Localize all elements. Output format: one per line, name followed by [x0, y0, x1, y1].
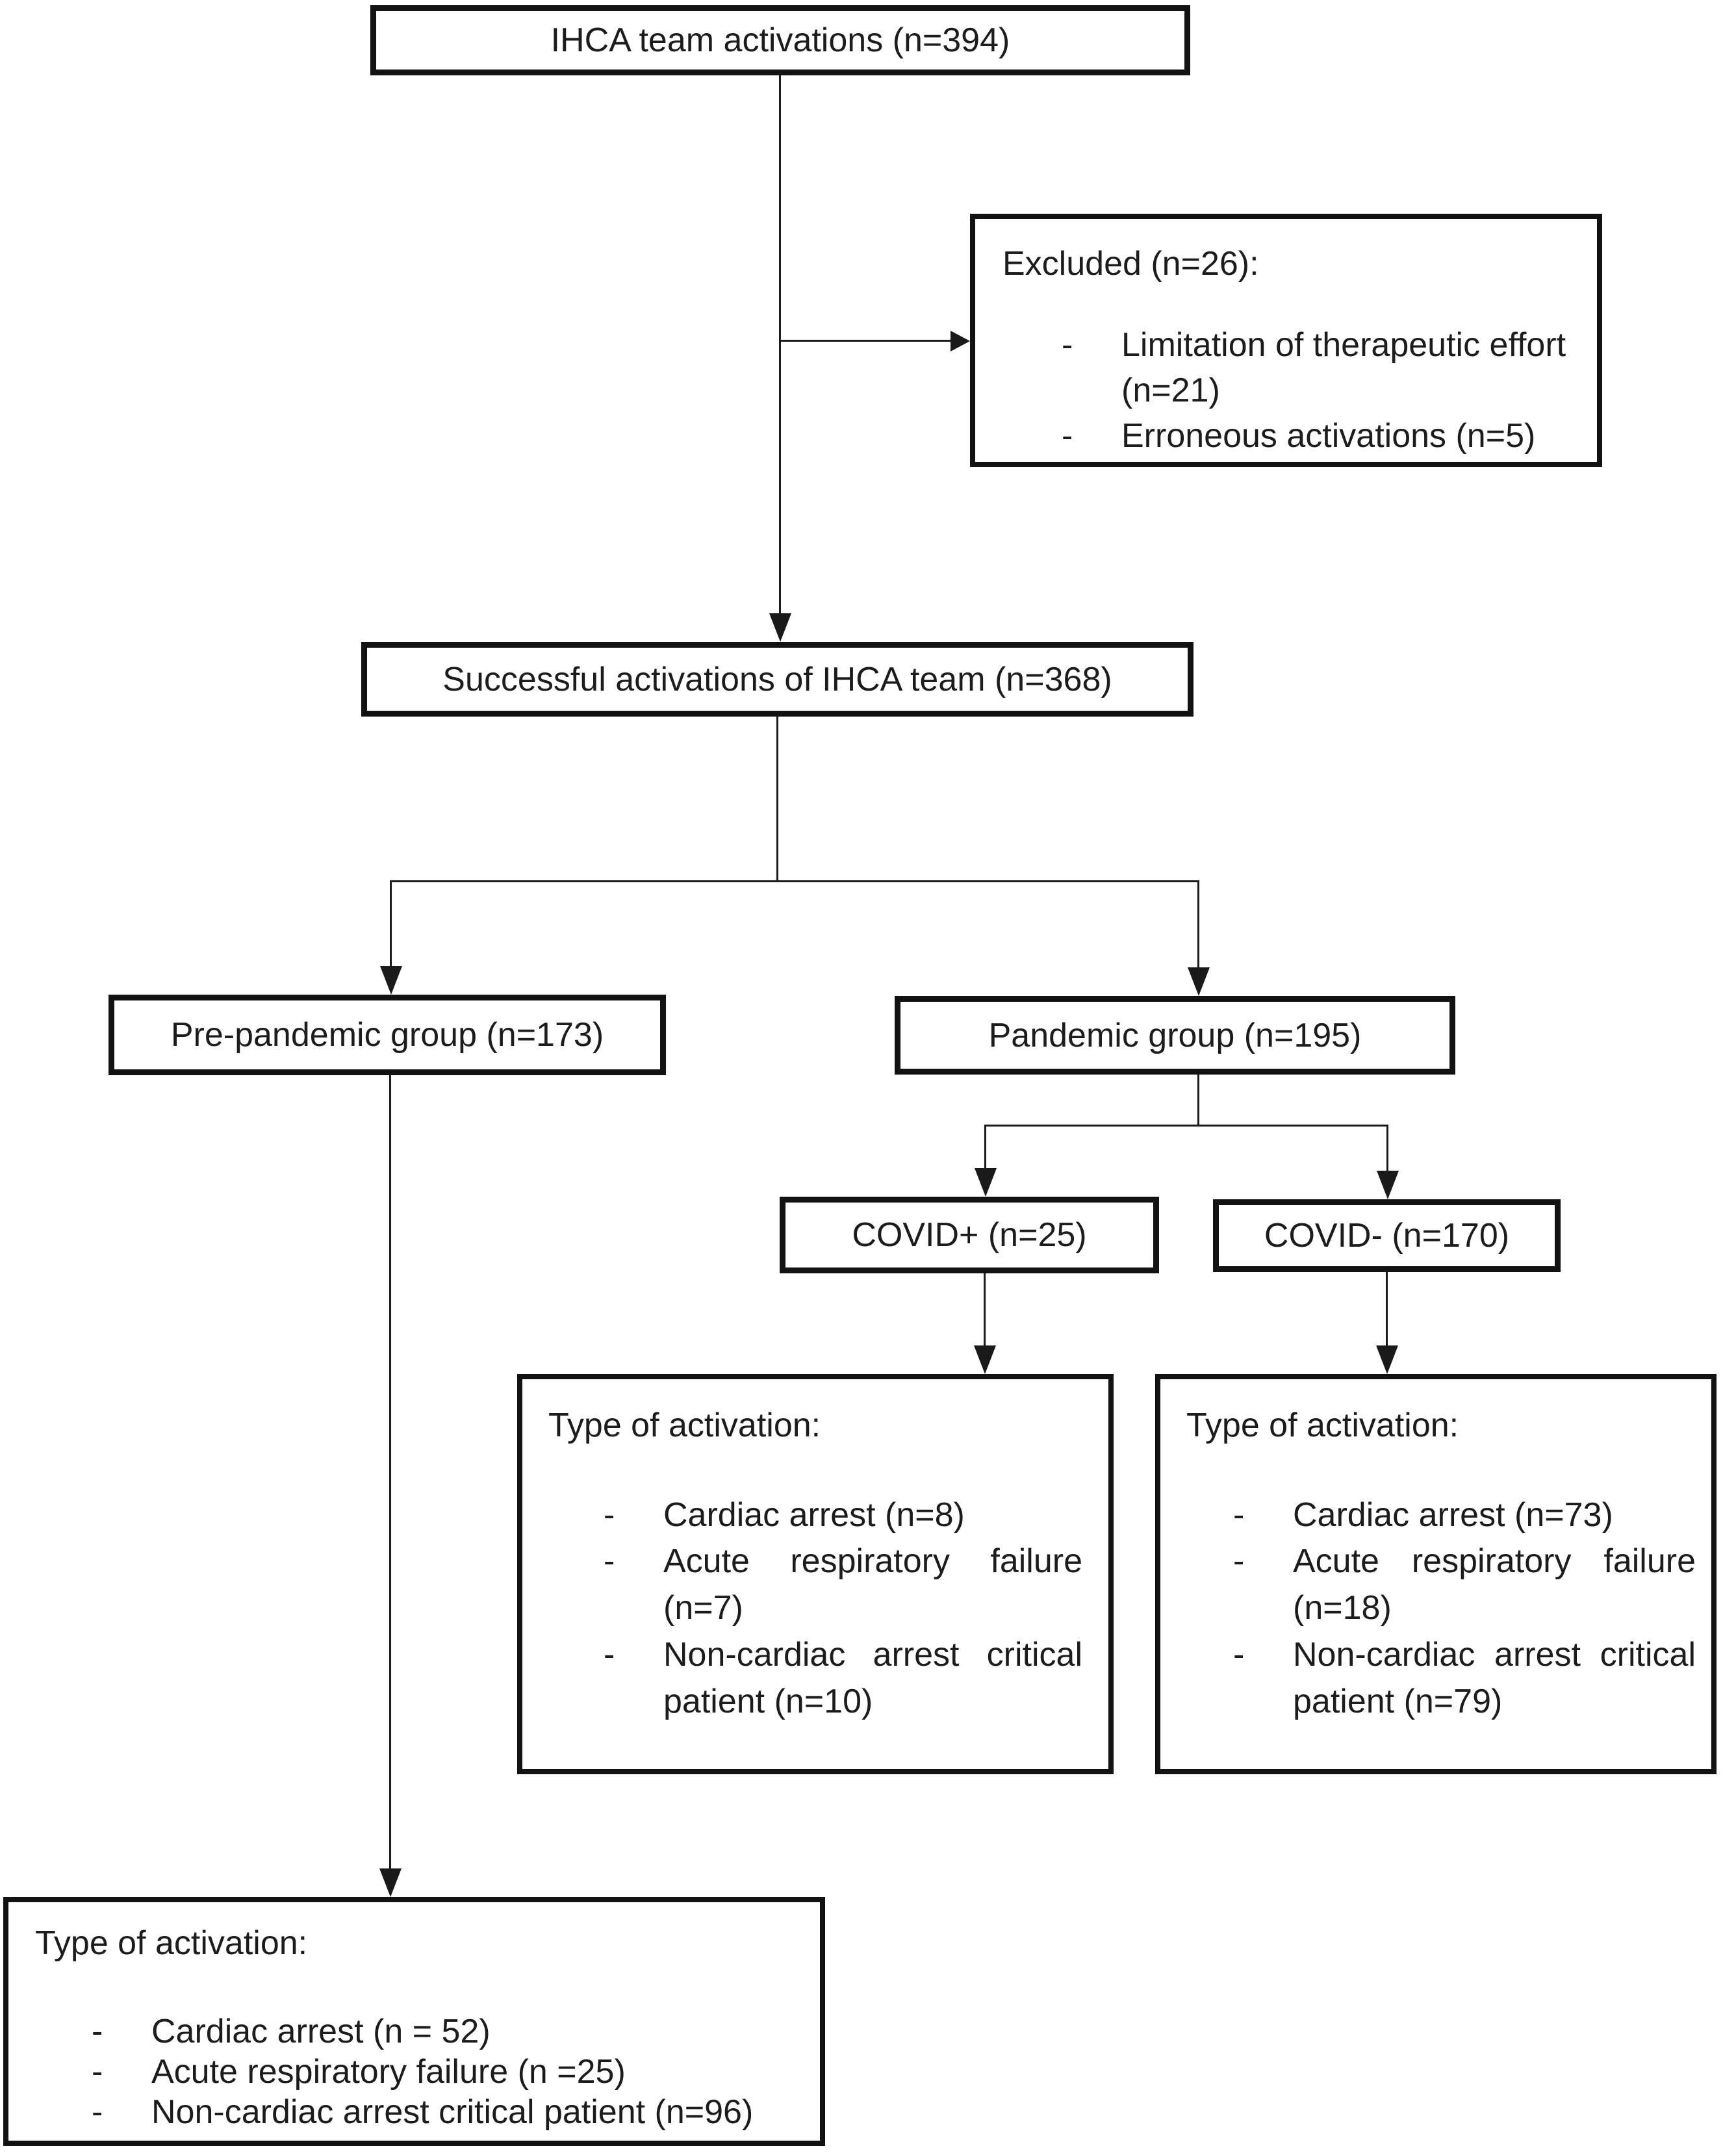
list-item-text: Acute respiratory failure (n =25): [151, 2052, 626, 2091]
list-item: - Acute respiratory failure (n=18): [1233, 1538, 1696, 1632]
box-covid-negative-label: COVID- (n=170): [1264, 1217, 1510, 1255]
list-item: - Acute respiratory failure (n =25): [92, 2052, 800, 2092]
connector-split-to-covid-negative: [1386, 1125, 1388, 1174]
list-item-text: Acute respiratory failure (n=7): [663, 1542, 1082, 1627]
list-item-text: Non-cardiac arrest critical patient (n=1…: [663, 1635, 1082, 1720]
list-item: - Acute respiratory failure (n=7): [604, 1538, 1082, 1632]
box-prepandemic-group: Pre-pandemic group (n=173): [108, 995, 666, 1075]
bullet-dash: -: [1233, 1635, 1245, 1674]
connector-to-excluded: [779, 340, 951, 342]
box-pandemic-group-label: Pandemic group (n=195): [988, 1016, 1362, 1054]
list-item: - Cardiac arrest (n=8): [604, 1492, 1082, 1539]
list-item-text: Cardiac arrest (n=8): [663, 1496, 965, 1534]
list-item-text: Cardiac arrest (n=73): [1293, 1496, 1613, 1534]
list-item-text: Limitation of therapeutic effort (n=21): [1121, 325, 1566, 409]
list-item-text: Cardiac arrest (n = 52): [151, 2012, 491, 2050]
bullet-dash: -: [92, 2012, 103, 2050]
box-type-prepandemic: Type of activation: - Cardiac arrest (n …: [3, 1897, 825, 2146]
box-covid-positive-label: COVID+ (n=25): [852, 1216, 1087, 1254]
bullet-dash: -: [1062, 416, 1073, 455]
box-ihca-activations-label: IHCA team activations (n=394): [550, 21, 1010, 59]
list-item-text: Non-cardiac arrest critical patient (n=9…: [151, 2093, 754, 2132]
connector-split-to-prepandemic: [390, 880, 392, 969]
box-pandemic-group: Pandemic group (n=195): [895, 996, 1455, 1075]
box-type-covid-negative: Type of activation: - Cardiac arrest (n=…: [1155, 1374, 1717, 1774]
bullet-dash: -: [604, 1542, 615, 1581]
list-item: - Cardiac arrest (n=73): [1233, 1492, 1696, 1539]
connector-pandemic-to-covid-split: [1197, 1075, 1199, 1127]
connector-split-horizontal: [390, 880, 1199, 882]
box-successful-activations: Successful activations of IHCA team (n=3…: [361, 642, 1194, 717]
list-item: - Non-cardiac arrest critical patient (n…: [1233, 1632, 1696, 1726]
connector-top-to-successful: [779, 75, 781, 613]
bullet-dash: -: [92, 2052, 103, 2091]
connector-covid-split-horizontal: [984, 1125, 1388, 1127]
box-type-covid-positive-title: Type of activation:: [548, 1407, 821, 1444]
arrowhead-down-type-prepandemic: [379, 1868, 402, 1897]
bullet-dash: -: [1233, 1496, 1245, 1534]
connector-covid-negative-to-type: [1386, 1272, 1388, 1349]
bullet-dash: -: [604, 1496, 615, 1534]
arrowhead-down-prepandemic: [380, 966, 402, 995]
excluded-bullet-list: - Limitation of therapeutic effort (n=21…: [1062, 322, 1571, 459]
list-item: - Erroneous activations (n=5): [1062, 413, 1571, 459]
connector-split-to-pandemic: [1197, 880, 1199, 971]
box-type-covid-positive: Type of activation: - Cardiac arrest (n=…: [517, 1374, 1114, 1774]
list-item-text: Erroneous activations (n=5): [1121, 416, 1536, 455]
box-successful-activations-label: Successful activations of IHCA team (n=3…: [442, 660, 1112, 698]
list-item: - Limitation of therapeutic effort (n=21…: [1062, 322, 1571, 413]
box-excluded: Excluded (n=26): - Limitation of therape…: [970, 214, 1602, 467]
list-item-text: Non-cardiac arrest critical patient (n=7…: [1293, 1635, 1696, 1720]
arrowhead-down-covid-negative: [1377, 1171, 1399, 1199]
type-prepandemic-bullet-list: - Cardiac arrest (n = 52) - Acute respir…: [92, 2011, 800, 2133]
bullet-dash: -: [1062, 325, 1073, 364]
box-type-covid-negative-title: Type of activation:: [1186, 1407, 1459, 1444]
connector-split-to-covid-positive: [984, 1125, 986, 1171]
arrowhead-down-successful: [769, 613, 791, 642]
list-item: - Non-cardiac arrest critical patient (n…: [604, 1632, 1082, 1726]
box-excluded-title: Excluded (n=26):: [1002, 245, 1259, 283]
arrowhead-down-type-covid-negative: [1376, 1345, 1398, 1374]
arrowhead-down-covid-positive: [975, 1168, 997, 1197]
type-covid-positive-bullet-list: - Cardiac arrest (n=8) - Acute respirato…: [604, 1492, 1082, 1726]
list-item-text: Acute respiratory failure (n=18): [1293, 1542, 1696, 1627]
box-covid-positive: COVID+ (n=25): [780, 1197, 1159, 1273]
box-type-prepandemic-title: Type of activation:: [35, 1924, 308, 1962]
box-prepandemic-group-label: Pre-pandemic group (n=173): [170, 1016, 604, 1054]
list-item: - Cardiac arrest (n = 52): [92, 2011, 800, 2052]
arrowhead-down-type-covid-positive: [974, 1345, 996, 1374]
connector-successful-to-split: [776, 717, 778, 882]
connector-prepandemic-to-type: [389, 1075, 391, 1872]
list-item: - Non-cardiac arrest critical patient (n…: [92, 2092, 800, 2132]
bullet-dash: -: [604, 1635, 615, 1674]
arrowhead-right-excluded: [951, 331, 970, 351]
bullet-dash: -: [1233, 1542, 1245, 1581]
arrowhead-down-pandemic: [1188, 967, 1210, 996]
bullet-dash: -: [92, 2093, 103, 2132]
box-covid-negative: COVID- (n=170): [1213, 1199, 1561, 1272]
connector-covid-positive-to-type: [984, 1273, 986, 1349]
box-ihca-activations: IHCA team activations (n=394): [370, 5, 1190, 75]
type-covid-negative-bullet-list: - Cardiac arrest (n=73) - Acute respirat…: [1233, 1492, 1696, 1726]
